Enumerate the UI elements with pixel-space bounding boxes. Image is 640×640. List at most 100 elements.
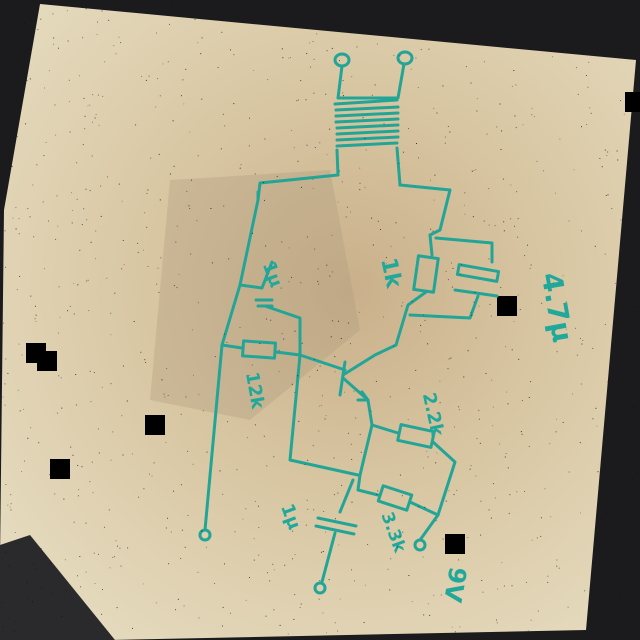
noise-speck <box>101 10 103 12</box>
noise-speck <box>40 548 42 550</box>
noise-speck <box>365 149 367 151</box>
noise-speck <box>536 160 538 162</box>
noise-speck <box>165 442 167 443</box>
noise-speck <box>131 453 133 455</box>
noise-speck <box>490 315 492 317</box>
noise-speck <box>144 212 146 214</box>
noise-speck <box>540 535 542 537</box>
noise-speck <box>450 357 452 359</box>
noise-speck <box>471 314 473 316</box>
noise-speck <box>317 280 319 282</box>
noise-speck <box>259 342 261 344</box>
noise-speck <box>347 432 349 434</box>
noise-speck <box>17 117 19 119</box>
noise-speck <box>626 235 628 236</box>
noise-speck <box>445 13 447 15</box>
noise-speck <box>504 456 506 458</box>
noise-speck <box>248 374 250 376</box>
noise-speck <box>173 490 174 492</box>
noise-speck <box>222 113 224 115</box>
noise-speck <box>38 442 40 444</box>
noise-speck <box>333 457 335 459</box>
noise-speck <box>293 147 295 149</box>
noise-speck <box>181 95 182 97</box>
noise-speck <box>492 406 494 408</box>
noise-speck <box>173 165 175 167</box>
noise-speck <box>633 406 635 408</box>
noise-speck <box>55 134 57 136</box>
noise-speck <box>1 130 3 132</box>
noise-speck <box>226 341 228 343</box>
noise-speck <box>433 199 435 201</box>
noise-speck <box>442 85 444 87</box>
noise-speck <box>433 107 435 109</box>
noise-speck <box>306 499 308 501</box>
noise-speck <box>93 552 95 554</box>
noise-speck <box>65 589 67 591</box>
noise-speck <box>319 405 321 407</box>
noise-speck <box>410 68 412 70</box>
noise-speck <box>36 617 38 619</box>
noise-speck <box>503 634 505 636</box>
noise-speck <box>582 340 584 341</box>
noise-speck <box>524 631 526 633</box>
noise-speck <box>634 598 636 600</box>
noise-speck <box>54 104 56 106</box>
noise-speck <box>112 431 114 433</box>
noise-speck <box>117 545 118 547</box>
noise-speck <box>501 130 503 132</box>
noise-speck <box>547 581 549 583</box>
noise-speck <box>62 468 64 470</box>
noise-speck <box>529 268 531 269</box>
noise-speck <box>273 569 275 571</box>
noise-speck <box>411 301 413 303</box>
noise-speck <box>266 318 267 320</box>
noise-speck <box>52 13 54 15</box>
noise-speck <box>467 537 469 539</box>
noise-speck <box>402 531 404 533</box>
noise-speck <box>319 580 321 582</box>
noise-speck <box>499 103 501 105</box>
noise-speck <box>622 53 624 55</box>
noise-speck <box>614 558 616 560</box>
noise-speck <box>146 12 148 14</box>
noise-speck <box>325 531 327 533</box>
noise-speck <box>4 383 6 385</box>
noise-speck <box>61 407 63 409</box>
noise-speck <box>144 359 146 361</box>
noise-speck <box>623 113 625 115</box>
noise-speck <box>182 79 184 81</box>
noise-speck <box>14 532 16 533</box>
noise-speck <box>505 312 507 314</box>
noise-speck <box>137 242 139 244</box>
noise-speck <box>475 337 477 339</box>
noise-speck <box>253 559 255 561</box>
noise-speck <box>297 160 299 162</box>
noise-speck <box>445 270 447 272</box>
noise-speck <box>451 262 452 264</box>
noise-speck <box>549 443 551 445</box>
noise-speck <box>137 251 139 253</box>
noise-speck <box>29 78 31 80</box>
noise-speck <box>555 192 556 194</box>
noise-speck <box>222 625 223 627</box>
noise-speck <box>312 41 314 42</box>
noise-speck <box>447 126 449 127</box>
noise-speck <box>305 99 307 101</box>
noise-speck <box>323 511 325 512</box>
noise-speck <box>101 613 103 615</box>
noise-speck <box>322 551 324 552</box>
noise-speck <box>620 100 621 102</box>
noise-speck <box>71 192 72 194</box>
noise-speck <box>185 396 187 398</box>
noise-speck <box>429 614 431 616</box>
noise-speck <box>632 305 634 307</box>
noise-speck <box>385 263 387 265</box>
noise-speck <box>54 493 56 495</box>
noise-speck <box>82 37 84 39</box>
noise-speck <box>521 433 523 435</box>
noise-speck <box>191 179 192 181</box>
noise-speck <box>172 120 174 122</box>
redaction-square <box>50 459 70 479</box>
noise-speck <box>300 80 302 82</box>
